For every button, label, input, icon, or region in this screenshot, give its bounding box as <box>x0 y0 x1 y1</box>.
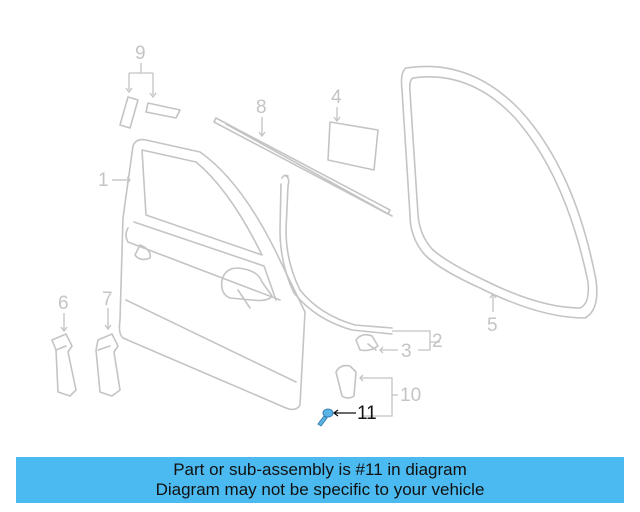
callout-4: 4 <box>331 87 342 108</box>
callout-11: 11 <box>357 403 377 424</box>
callout-10: 10 <box>400 385 422 406</box>
banner-line-2: Diagram may not be specific to your vehi… <box>155 480 485 499</box>
callout-6: 6 <box>58 293 69 314</box>
callout-5: 5 <box>487 315 498 336</box>
glass-run-part <box>279 174 393 335</box>
banner-line-1: Part or sub-assembly is #11 in diagram <box>173 460 467 479</box>
callout-9: 9 <box>135 43 146 64</box>
parts-diagram <box>51 63 598 427</box>
clip-part <box>355 333 379 352</box>
panel-part <box>327 121 379 171</box>
trim-pieces-part <box>119 96 181 129</box>
bracket-part-7 <box>95 333 121 397</box>
door-shell-part <box>118 138 306 411</box>
callout-2: 2 <box>432 331 443 352</box>
cap-part <box>335 364 357 399</box>
bracket-part-6 <box>51 333 77 397</box>
info-banner: Part or sub-assembly is #11 in diagram D… <box>16 457 624 503</box>
bolt-part-11 <box>317 408 334 427</box>
callout-3: 3 <box>401 341 412 362</box>
callout-7: 7 <box>102 289 113 310</box>
callout-8: 8 <box>256 97 267 118</box>
callout-1: 1 <box>98 170 109 191</box>
belt-molding-part <box>213 117 393 217</box>
weatherstrip-part <box>400 65 598 319</box>
